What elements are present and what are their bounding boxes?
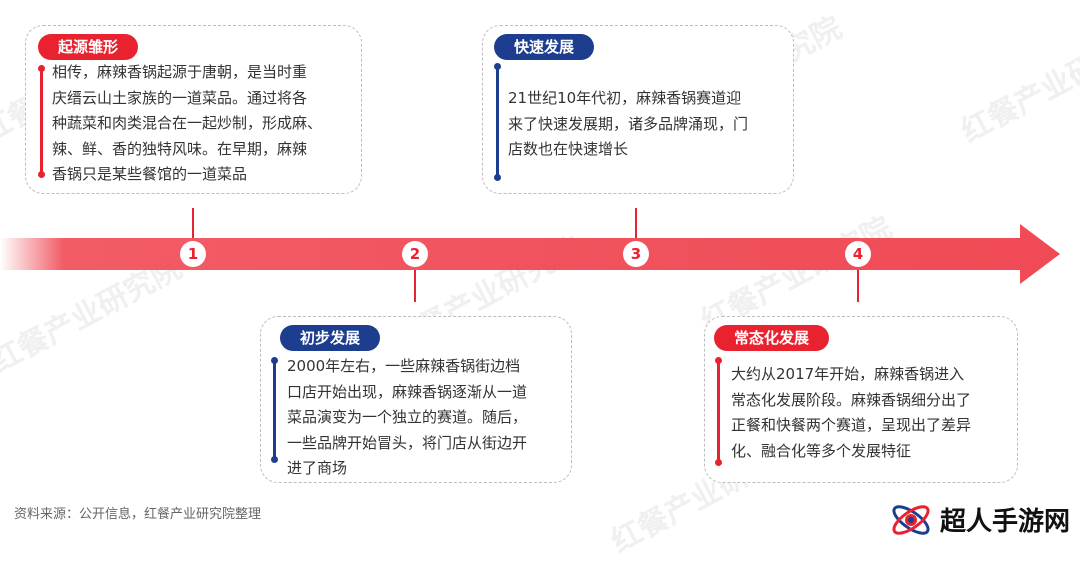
atom-logo-icon bbox=[892, 505, 930, 535]
stage-4-bar bbox=[715, 357, 722, 466]
site-logo: 超人手游网 bbox=[886, 495, 1076, 545]
stage-4-connector bbox=[857, 270, 859, 302]
stage-3-connector bbox=[635, 208, 637, 238]
source-note: 资料来源：公开信息，红餐产业研究院整理 bbox=[14, 507, 262, 522]
stage-2-bar bbox=[271, 357, 278, 463]
stage-3-text: 21世纪10年代初，麻辣香锅赛道迎 来了快速发展期，诸多品牌涌现，门 店数也在快… bbox=[508, 89, 749, 158]
stage-1-connector bbox=[192, 208, 194, 238]
stage-2-node: 2 bbox=[402, 241, 428, 267]
stage-1-bar bbox=[38, 65, 45, 178]
stage-4-text: 大约从2017年开始，麻辣香锅进入 常态化发展阶段。麻辣香锅细分出了 正餐和快餐… bbox=[731, 365, 972, 460]
stage-4-title: 常态化发展 bbox=[714, 325, 830, 351]
timeline-arrow bbox=[0, 224, 1060, 284]
stage-3-node: 3 bbox=[623, 241, 649, 267]
stage-3-bar bbox=[494, 63, 501, 181]
stage-2-title: 初步发展 bbox=[280, 325, 381, 351]
stage-3-title: 快速发展 bbox=[494, 34, 595, 60]
stage-1-node: 1 bbox=[180, 241, 206, 267]
stage-2-connector bbox=[414, 270, 416, 302]
stage-3-card bbox=[482, 25, 794, 194]
stage-1-text: 相传，麻辣香锅起源于唐朝，是当时重 庆缙云山土家族的一道菜品。通过将各 种蔬菜和… bbox=[52, 63, 323, 183]
logo-text: 超人手游网 bbox=[940, 507, 1071, 537]
stage-4-node: 4 bbox=[845, 241, 871, 267]
stage-2-text: 2000年左右，一些麻辣香锅街边档 口店开始出现，麻辣香锅逐渐从一道 菜品演变为… bbox=[287, 357, 528, 477]
stage-1-title: 起源雏形 bbox=[38, 34, 139, 60]
